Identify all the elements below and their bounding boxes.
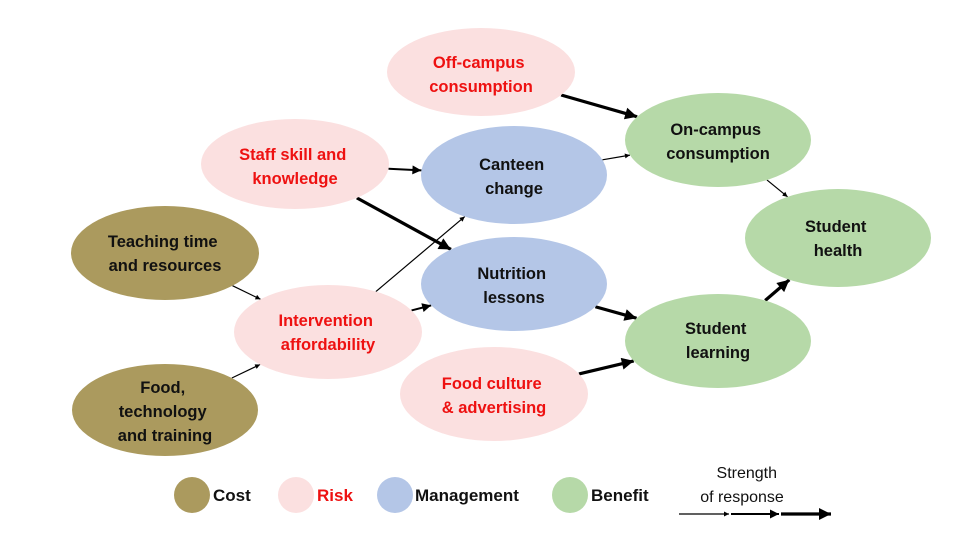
node-teaching-time-resources: Teaching time and resources — [71, 206, 259, 300]
node-student-health: Student health — [745, 189, 931, 287]
node-intervention-affordability: Intervention affordability — [234, 285, 422, 379]
legend-item-benefit: Benefit — [552, 477, 649, 513]
canteen-change-label: Canteen change — [479, 156, 549, 198]
legend-cost-label: Cost — [213, 486, 251, 505]
edge-teaching-time-to-intervention — [232, 285, 261, 300]
student-health-label: Student health — [805, 218, 871, 260]
food-technology-training-ellipse — [72, 364, 258, 456]
legend-item-risk: Risk — [278, 477, 353, 513]
legend-strength-title-line-1: Strength — [717, 465, 777, 482]
intervention-affordability-ellipse — [234, 285, 422, 379]
student-learning-line-1: Student — [685, 320, 747, 338]
node-student-learning: Student learning — [625, 294, 811, 388]
legend-risk-label: Risk — [317, 486, 353, 505]
food-culture-advertising-label: Food culture & advertising — [442, 375, 547, 417]
on-campus-consumption-label: On-campus consumption — [666, 121, 770, 163]
edge-off-campus-to-on-campus — [560, 93, 638, 120]
food-technology-training-line-3: and training — [118, 427, 212, 445]
legend-benefit-label: Benefit — [591, 486, 649, 505]
off-campus-consumption-line-2: consumption — [429, 78, 533, 96]
student-health-line-2: health — [814, 242, 863, 260]
food-culture-advertising-line-2: & advertising — [442, 399, 547, 417]
on-campus-consumption-line-2: consumption — [666, 145, 770, 163]
legend-item-cost: Cost — [174, 477, 251, 513]
teaching-time-resources-label: Teaching time and resources — [108, 233, 222, 275]
node-nutrition-lessons: Nutrition lessons — [421, 237, 607, 331]
edges-layer — [231, 93, 791, 379]
off-campus-consumption-ellipse — [387, 28, 575, 116]
edge-on-campus-to-student-health — [766, 179, 788, 198]
food-culture-advertising-line-1: Food culture — [442, 375, 542, 393]
legend-strength: Strength of response — [679, 465, 831, 520]
edge-intervention-to-canteen — [375, 216, 466, 293]
student-learning-label: Student learning — [685, 320, 751, 362]
node-staff-skill-knowledge: Staff skill and knowledge — [201, 119, 389, 209]
edge-food-tech-to-intervention — [231, 363, 261, 379]
staff-skill-knowledge-line-1: Staff skill and — [239, 146, 346, 164]
intervention-affordability-label: Intervention affordability — [278, 312, 377, 354]
teaching-time-resources-line-1: Teaching time — [108, 233, 218, 251]
edge-student-learning-to-student-health — [764, 278, 791, 302]
teaching-time-resources-line-2: and resources — [109, 257, 222, 275]
intervention-affordability-line-2: affordability — [281, 336, 376, 354]
legend-strength-title-line-2: of response — [700, 489, 784, 506]
node-off-campus-consumption: Off-campus consumption — [387, 28, 575, 116]
node-food-culture-advertising: Food culture & advertising — [400, 347, 588, 441]
legend-management-swatch — [377, 477, 413, 513]
legend-strength-title: Strength of response — [700, 465, 784, 506]
legend-item-management: Management — [377, 477, 519, 513]
student-learning-line-2: learning — [686, 344, 750, 362]
canteen-change-line-2: change — [485, 180, 543, 198]
edge-intervention-to-nutrition — [411, 303, 432, 312]
canteen-change-ellipse — [421, 126, 607, 224]
food-technology-training-line-2: technology — [119, 403, 208, 421]
node-food-technology-training: Food, technology and training — [72, 364, 258, 456]
canteen-change-line-1: Canteen — [479, 156, 544, 174]
off-campus-consumption-line-1: Off-campus — [433, 54, 525, 72]
nutrition-lessons-label: Nutrition lessons — [477, 265, 550, 307]
student-health-line-1: Student — [805, 218, 867, 236]
nutrition-lessons-line-2: lessons — [483, 289, 544, 307]
node-canteen-change: Canteen change — [421, 126, 607, 224]
legend-benefit-swatch — [552, 477, 588, 513]
off-campus-consumption-label: Off-campus consumption — [429, 54, 533, 96]
on-campus-consumption-ellipse — [625, 93, 811, 187]
food-technology-training-label: Food, technology and training — [118, 379, 212, 445]
edge-staff-skill-to-canteen — [388, 165, 422, 175]
legend-management-label: Management — [415, 486, 519, 505]
teaching-time-resources-ellipse — [71, 206, 259, 300]
legend-cost-swatch — [174, 477, 210, 513]
nutrition-lessons-line-1: Nutrition — [477, 265, 546, 283]
student-learning-ellipse — [625, 294, 811, 388]
edge-canteen-to-on-campus — [602, 153, 631, 161]
student-health-ellipse — [745, 189, 931, 287]
nodes-layer: Off-campus consumption Staff skill and k… — [71, 28, 931, 456]
on-campus-consumption-line-1: On-campus — [670, 121, 761, 139]
edge-nutrition-to-student-learning — [594, 305, 638, 321]
staff-skill-knowledge-line-2: knowledge — [252, 170, 337, 188]
legend-risk-swatch — [278, 477, 314, 513]
nutrition-lessons-ellipse — [421, 237, 607, 331]
staff-skill-knowledge-ellipse — [201, 119, 389, 209]
food-culture-advertising-ellipse — [400, 347, 588, 441]
legend: Cost Risk Management Benefit Strength of… — [174, 465, 831, 520]
staff-skill-knowledge-label: Staff skill and knowledge — [239, 146, 351, 188]
edge-staff-skill-to-nutrition — [356, 196, 452, 251]
food-technology-training-line-1: Food, — [140, 379, 185, 397]
intervention-affordability-line-1: Intervention — [278, 312, 372, 330]
node-on-campus-consumption: On-campus consumption — [625, 93, 811, 187]
edge-food-culture-to-student-learning — [578, 357, 635, 376]
